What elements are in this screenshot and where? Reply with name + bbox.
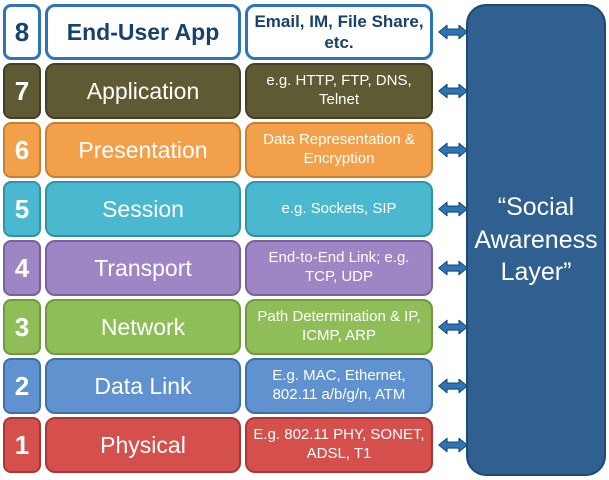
layer-row-application: 7 Application e.g. HTTP, FTP, DNS, Telne…	[3, 63, 469, 119]
layer-number-badge: 1	[3, 417, 41, 473]
layer-number-badge: 5	[3, 181, 41, 237]
layer-name-box: Session	[45, 181, 241, 237]
layer-rows: 8 End-User App Email, IM, File Share, et…	[3, 4, 469, 473]
layer-name-box: Data Link	[45, 358, 241, 414]
double-arrow-icon	[437, 358, 469, 414]
social-awareness-label: “Social Awareness Layer”	[474, 193, 598, 287]
layer-description-box: E.g. MAC, Ethernet, 802.11 a/b/g/n, ATM	[245, 358, 433, 414]
layer-name-box: Transport	[45, 240, 241, 296]
layer-row-session: 5 Session e.g. Sockets, SIP	[3, 181, 469, 237]
layer-number-badge: 4	[3, 240, 41, 296]
layer-name-box: Application	[45, 63, 241, 119]
double-arrow-icon	[437, 122, 469, 178]
layer-name-box: Presentation	[45, 122, 241, 178]
layer-name-box: Physical	[45, 417, 241, 473]
layer-row-data-link: 2 Data Link E.g. MAC, Ethernet, 802.11 a…	[3, 358, 469, 414]
layer-description-box: Data Representation & Encryption	[245, 122, 433, 178]
layer-row-end-user-app: 8 End-User App Email, IM, File Share, et…	[3, 4, 469, 60]
layer-row-presentation: 6 Presentation Data Representation & Enc…	[3, 122, 469, 178]
layer-description-box: e.g. Sockets, SIP	[245, 181, 433, 237]
layer-number-badge: 3	[3, 299, 41, 355]
layer-number-badge: 2	[3, 358, 41, 414]
double-arrow-icon	[437, 417, 469, 473]
layer-number-badge: 6	[3, 122, 41, 178]
layer-name-box: Network	[45, 299, 241, 355]
layer-description-box: Path Determination & IP, ICMP, ARP	[245, 299, 433, 355]
double-arrow-icon	[437, 181, 469, 237]
layer-description-box: Email, IM, File Share, etc.	[245, 4, 433, 60]
layer-description-box: e.g. HTTP, FTP, DNS, Telnet	[245, 63, 433, 119]
layer-number-badge: 8	[3, 4, 41, 60]
double-arrow-icon	[437, 4, 469, 60]
social-awareness-panel: “Social Awareness Layer”	[466, 4, 606, 476]
double-arrow-icon	[437, 63, 469, 119]
layer-row-transport: 4 Transport End-to-End Link; e.g. TCP, U…	[3, 240, 469, 296]
double-arrow-icon	[437, 240, 469, 296]
double-arrow-icon	[437, 299, 469, 355]
layer-row-physical: 1 Physical E.g. 802.11 PHY, SONET, ADSL,…	[3, 417, 469, 473]
layer-row-network: 3 Network Path Determination & IP, ICMP,…	[3, 299, 469, 355]
layer-name-box: End-User App	[45, 4, 241, 60]
layer-number-badge: 7	[3, 63, 41, 119]
layer-description-box: E.g. 802.11 PHY, SONET, ADSL, T1	[245, 417, 433, 473]
layer-description-box: End-to-End Link; e.g. TCP, UDP	[245, 240, 433, 296]
